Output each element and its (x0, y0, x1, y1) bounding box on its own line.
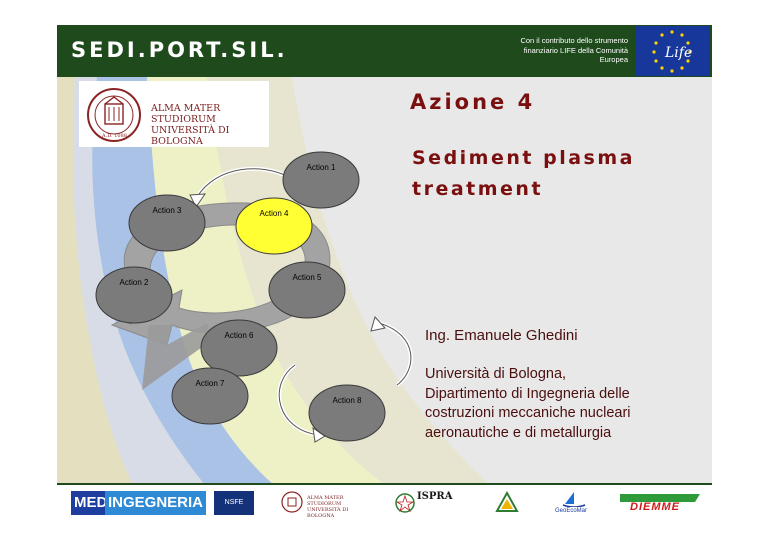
header-bar: SEDI.PORT.SIL. Con il contributo dello s… (57, 25, 712, 77)
partner-logos-footer: MED INGEGNERIA NSFE ALMA MATER STUDIORUM… (57, 483, 712, 519)
action-node-7 (171, 367, 249, 425)
action-node-1 (282, 151, 360, 209)
slide-title: Azione 4 (410, 90, 536, 114)
life-contribution-note: Con il contributo dello strumento finanz… (520, 36, 628, 64)
slide-subtitle: Sediment plasma treatment (412, 147, 635, 200)
connector-arrow-1-3 (196, 168, 290, 198)
action-node-2 (128, 194, 206, 252)
life-wordmark: Life (664, 45, 692, 61)
action-node-3 (235, 197, 313, 255)
brand-title: SEDI.PORT.SIL. (71, 38, 288, 62)
author-name: Ing. Emanuele Ghedini (425, 327, 578, 344)
unibo-footer-logo: ALMA MATER STUDIORUM UNIVERSITÀ DI BOLOG… (281, 491, 367, 519)
university-logo: A.D. 1088 ALMA MATER STUDIORUM UNIVERSIT… (79, 81, 269, 147)
action-node-label: Action 2 (120, 278, 149, 287)
nsfe-logo: NSFE (214, 491, 254, 515)
svg-text:A.D. 1088: A.D. 1088 (101, 133, 127, 139)
action-node-8 (308, 384, 386, 442)
university-seal-icon (281, 491, 303, 513)
author-affiliation: Università di Bologna, Dipartimento di I… (425, 366, 631, 441)
connector-arrow-7-8 (278, 364, 320, 436)
action-node-label: Action 4 (260, 209, 289, 218)
action-node-label: Action 7 (196, 379, 225, 388)
action-node-6 (200, 319, 278, 377)
ispra-logo: ISPRA (395, 491, 455, 515)
action-node-label: Action 3 (153, 206, 182, 215)
connector-arrow-8-5 (378, 322, 412, 386)
university-name: ALMA MATER STUDIORUM UNIVERSITÀ DI BOLOG… (151, 103, 230, 147)
geoecomar-logo: GeoEcoMar (555, 491, 593, 515)
action-node-label: Action 8 (333, 396, 362, 405)
eu-life-logo: Life (636, 26, 709, 76)
actions-cycle-diagram: Action 1 Action 3 Action 4 Action 2 Action 5… (95, 151, 413, 443)
action-node-label: Action 1 (307, 163, 336, 172)
slide: SEDI.PORT.SIL. Con il contributo dello s… (57, 25, 712, 517)
action-node-label: Action 6 (225, 331, 254, 340)
italian-emblem-icon (395, 493, 415, 513)
university-seal-icon: A.D. 1088 (87, 88, 141, 142)
med-ingegneria-logo: MED INGEGNERIA (71, 491, 207, 515)
action-node-4 (95, 266, 173, 324)
action-node-5 (268, 261, 346, 319)
sailboat-icon (562, 492, 586, 508)
partner-triangle-logo (495, 490, 519, 515)
action-node-label: Action 5 (293, 273, 322, 282)
diemme-logo: DIEMME (620, 491, 700, 515)
